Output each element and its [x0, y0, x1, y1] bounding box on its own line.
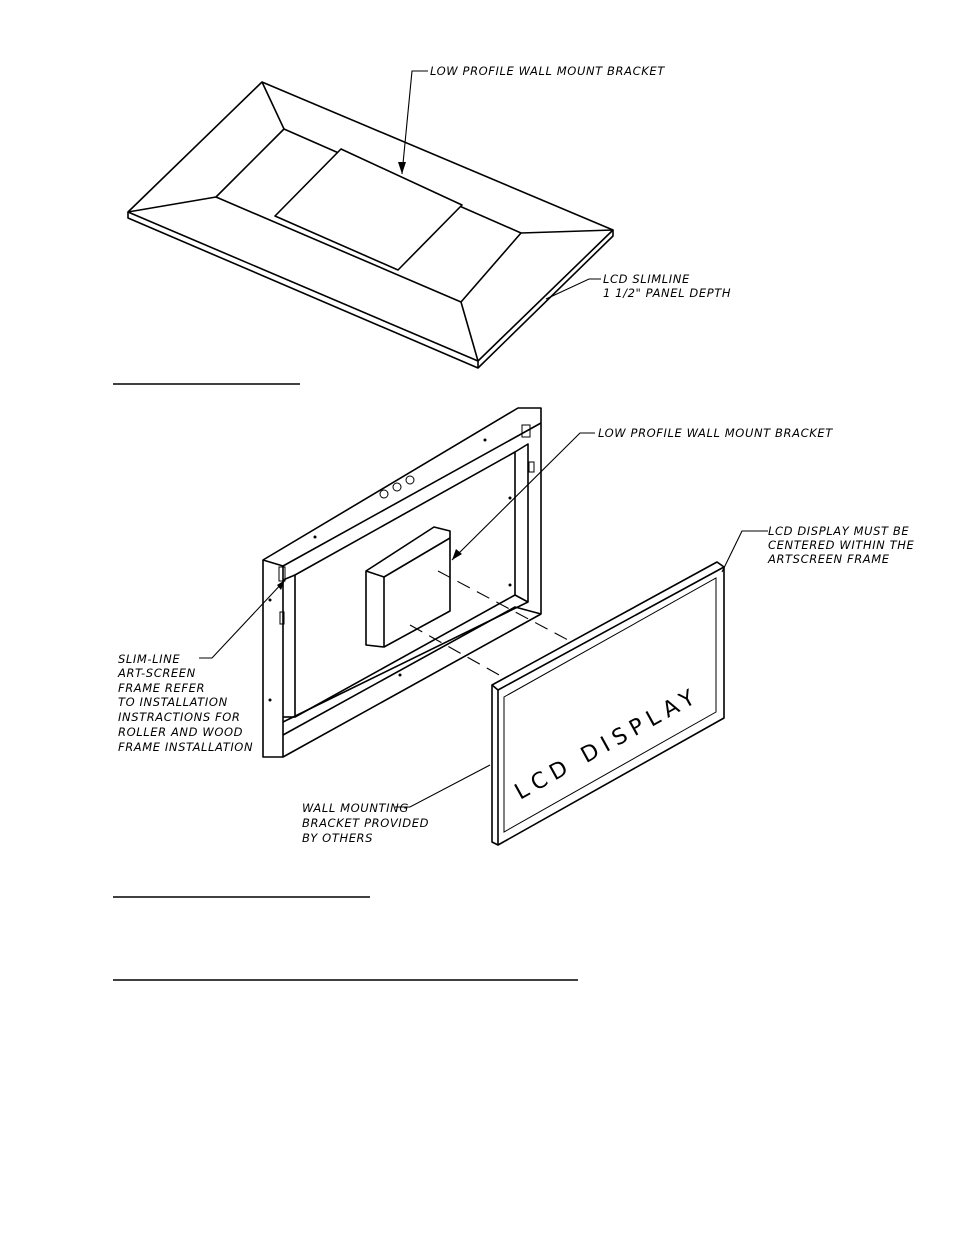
- frame-note-3: FRAME REFER: [118, 681, 205, 695]
- fig2-wall-mount-bracket: [365, 526, 451, 648]
- bracket-leader: [401, 70, 428, 175]
- fig1-panel-label-1: LCD SLIMLINE: [603, 272, 690, 286]
- centered-note-3: ARTSCREEN FRAME: [767, 552, 890, 566]
- centered-note-leader: [721, 530, 768, 573]
- projection-line-1: [437, 570, 569, 641]
- lcd-screen: [503, 577, 717, 833]
- fig1-bracket-label: LOW PROFILE WALL MOUNT BRACKET: [430, 64, 665, 78]
- frame-hole-2: [392, 482, 402, 492]
- wall-mount-bracket: [274, 148, 463, 271]
- frame-note-5: INSTRACTIONS FOR: [118, 710, 241, 724]
- panel-leader: [545, 278, 601, 300]
- frame-note-leader: [199, 579, 286, 659]
- fig1-panel-label-2: 1 1/2" PANEL DEPTH: [603, 286, 731, 300]
- wall-note-leader: [395, 764, 491, 808]
- frame-hole-3: [405, 475, 415, 485]
- frame-hole-1: [379, 489, 389, 499]
- lcd-display: [491, 561, 725, 846]
- frame-note-2: ART-SCREEN: [117, 666, 196, 680]
- frame-note-1: SLIM-LINE: [118, 652, 180, 666]
- wall-note-2: BRACKET PROVIDED: [302, 816, 429, 830]
- frame-note-4: TO INSTALLATION: [118, 695, 228, 709]
- wall-note-3: BY OTHERS: [302, 831, 373, 845]
- frame-note-6: ROLLER AND WOOD: [118, 725, 243, 739]
- fig2-bracket-label: LOW PROFILE WALL MOUNT BRACKET: [598, 426, 833, 440]
- figure-1-slimline-panel: LOW PROFILE WALL MOUNT BRACKET LCD SLIML…: [127, 64, 731, 369]
- centered-note-1: LCD DISPLAY MUST BE: [768, 524, 909, 538]
- wall-note-1: WALL MOUNTING: [302, 801, 409, 815]
- frame-note-7: FRAME INSTALLATION: [118, 740, 253, 754]
- centered-note-2: CENTERED WITHIN THE: [768, 538, 915, 552]
- fig2-bracket-leader: [451, 432, 595, 561]
- figure-2-frame: LCD DISPLAY LOW PROFILE WALL MOUNT BRACK…: [117, 407, 915, 846]
